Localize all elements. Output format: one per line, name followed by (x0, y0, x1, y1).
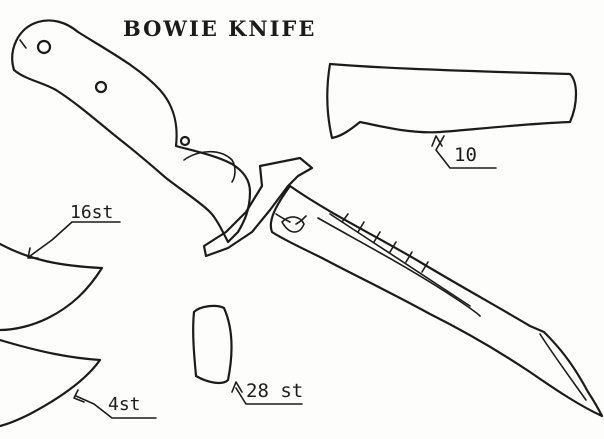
lanyard-hole-icon (36, 39, 52, 55)
handle-rivet-icon (179, 135, 191, 147)
knife-blade (269, 184, 604, 418)
arrow-icon (235, 387, 303, 405)
arrow-icon (75, 395, 157, 419)
blade-tip-piece-label: 4st (108, 394, 141, 415)
handle-piece-label: 10 (454, 144, 477, 166)
guard-piece (0, 221, 121, 332)
bull-skull-icon (281, 216, 305, 233)
arrow-icon (431, 135, 443, 147)
blade-tip-piece (0, 338, 157, 428)
arrow-icon (231, 381, 243, 393)
knife-handle (11, 19, 252, 244)
arrow-icon (73, 389, 85, 403)
knife-guard (202, 156, 314, 258)
guard-piece-label: 16st (70, 202, 114, 223)
handle-piece (326, 62, 578, 169)
bolster-piece-label: 28 st (246, 380, 304, 402)
handle-rivet-icon (94, 80, 108, 94)
arrow-icon (29, 221, 121, 257)
arrow-icon (27, 247, 39, 259)
page-title: BOWIE KNIFE (123, 16, 317, 41)
bolster-piece (192, 304, 303, 405)
